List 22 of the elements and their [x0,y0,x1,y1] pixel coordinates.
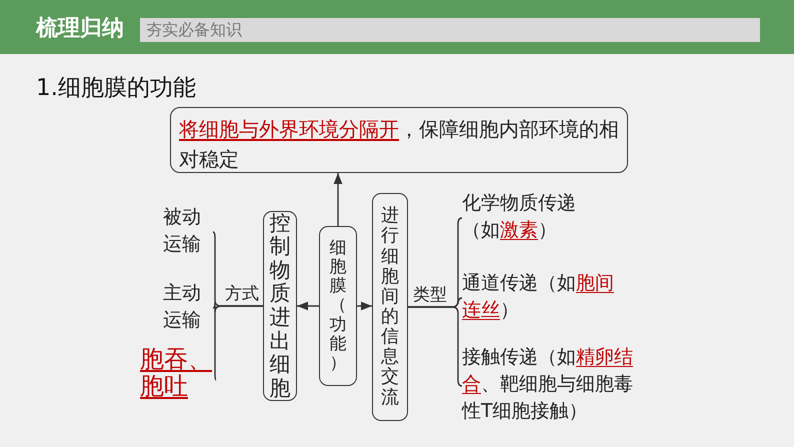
arrow [334,173,342,226]
diagram-title: 1.细胞膜的功能 [36,74,196,103]
bracket-line [408,306,462,387]
section-heading: 梳理归纳 [36,15,124,43]
node-text: 胞吞、胞吐 [140,346,213,400]
bracket-line [214,305,263,380]
concept-box [372,193,408,421]
node-text: 化学物质传递（如激素） [462,191,577,243]
concept-box [319,226,357,386]
node-text: 被动运输 [163,205,202,257]
vertical-text: 细胞膜（功能） [330,239,346,373]
section-subtitle: 夯实必备知识 [140,18,760,42]
arrow [357,302,372,310]
node-text: 将细胞与外界环境分隔开，保障细胞内部环境的相对稳定 [179,116,619,173]
node-text: 通道传递（如胞间连丝） [462,271,615,323]
function-box [170,107,628,173]
arrow [297,302,319,310]
node-text: 主动运输 [163,281,202,333]
vertical-text: 进行细胞间的信息交流 [381,206,399,408]
concept-box [263,211,297,401]
node-text: 接触传递（如精卵结合、靶细胞与细胞毒性T细胞接触） [462,345,634,424]
vertical-text: 控制物质进出细胞 [270,212,290,400]
